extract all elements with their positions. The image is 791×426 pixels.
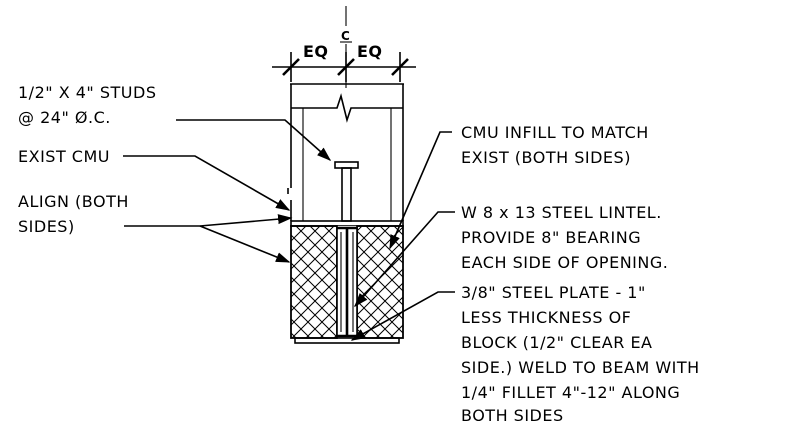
- note-lintel-line2: PROVIDE 8" BEARING: [461, 228, 641, 247]
- infill-block-right: [356, 225, 404, 339]
- stud-head: [334, 161, 359, 169]
- note-align-line1: ALIGN (BOTH: [18, 192, 129, 211]
- note-align-line2: SIDES): [18, 217, 75, 236]
- existing-cmu-wall: [287, 108, 404, 221]
- note-exist-cmu: EXIST CMU: [18, 147, 110, 166]
- leaders: [123, 119, 455, 341]
- note-plate-line5: 1/4" FILLET 4"-12" ALONG: [461, 383, 680, 402]
- leader-plate: [350, 291, 455, 341]
- dimension-left-label: EQ: [303, 42, 329, 61]
- notes-left: 1/2" X 4" STUDS @ 24" Ø.C. EXIST CMU ALI…: [18, 83, 156, 236]
- note-plate-line6: BOTH SIDES: [461, 406, 564, 425]
- note-plate-line1: 3/8" STEEL PLATE - 1": [461, 283, 646, 302]
- note-lintel-line1: W 8 x 13 STEEL LINTEL.: [461, 203, 662, 222]
- note-cmu-infill-line1: CMU INFILL TO MATCH: [461, 123, 649, 142]
- wall-above-break: [290, 83, 404, 123]
- dimension-tick-right: [391, 58, 409, 76]
- dimension-right-label: EQ: [357, 42, 383, 61]
- infill-block-left: [290, 225, 338, 339]
- centerline: C: [340, 6, 352, 88]
- bottom-plate: [294, 337, 400, 344]
- note-plate-line4: SIDE.) WELD TO BEAM WITH: [461, 358, 700, 377]
- note-studs-line2: @ 24" Ø.C.: [18, 108, 111, 127]
- centerline-symbol: C: [341, 29, 350, 43]
- leader-exist-cmu: [123, 155, 291, 211]
- break-line: [291, 93, 403, 123]
- notes-right: CMU INFILL TO MATCH EXIST (BOTH SIDES) W…: [461, 123, 700, 425]
- w-steel-lintel: [336, 226, 358, 338]
- leader-studs: [176, 119, 332, 161]
- dimension-tick-left: [282, 58, 300, 76]
- dimension-string: EQ EQ: [272, 42, 416, 82]
- leader-align-bottom: [199, 225, 291, 263]
- stud-shank: [341, 167, 352, 222]
- leader-lintel: [354, 211, 455, 308]
- note-plate-line2: LESS THICKNESS OF: [461, 308, 631, 327]
- note-cmu-infill-line2: EXIST (BOTH SIDES): [461, 148, 631, 167]
- steel-plate-bottom: [294, 337, 400, 344]
- note-plate-line3: BLOCK (1/2" CLEAR EA: [461, 333, 653, 352]
- headed-stud: [334, 161, 359, 222]
- leader-align-top: [124, 214, 293, 227]
- note-studs-line1: 1/2" X 4" STUDS: [18, 83, 156, 102]
- note-lintel-line3: EACH SIDE OF OPENING.: [461, 253, 668, 272]
- leader-cmu-infill: [389, 131, 452, 250]
